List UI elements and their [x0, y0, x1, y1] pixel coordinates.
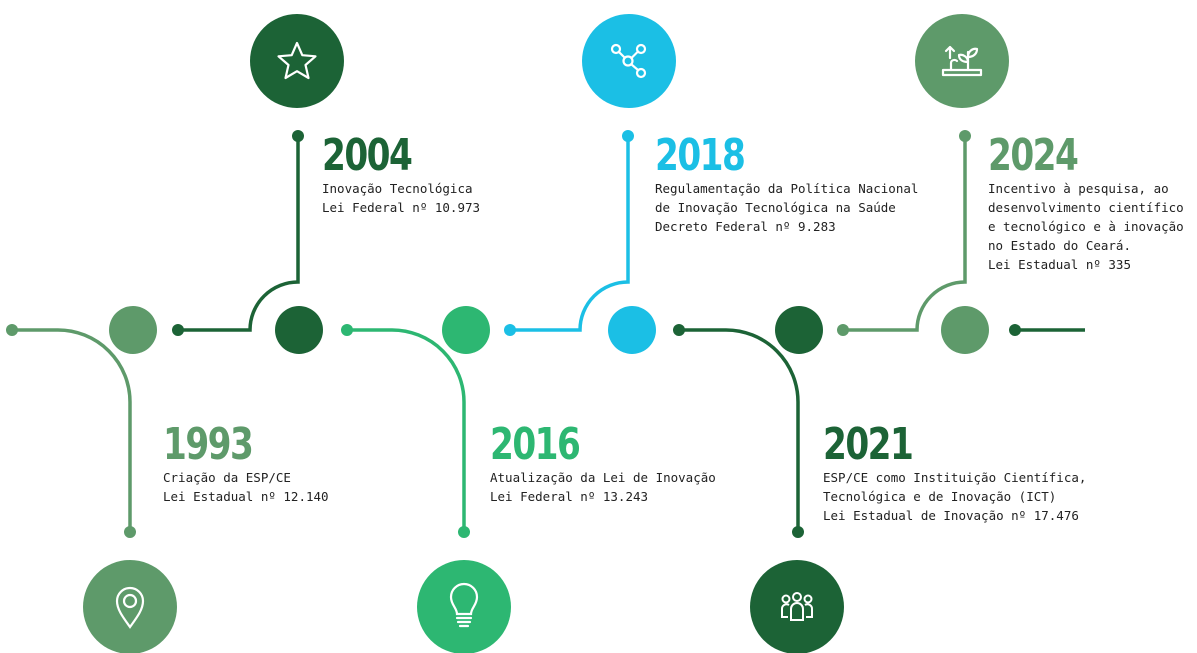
event-2024: 2024 Incentivo à pesquisa, ao desenvolvi… [988, 130, 1184, 274]
event-title: Inovação Tecnológica [322, 181, 473, 196]
endpoint-dot [6, 324, 18, 336]
event-year: 2021 [823, 419, 914, 470]
location-pin-icon [115, 586, 145, 629]
icon-badge-2018 [582, 14, 676, 108]
event-year: 1993 [163, 419, 254, 470]
event-2021: 2021 ESP/CE como Instituição Científica,… [823, 419, 1087, 525]
endpoint-dot [837, 324, 849, 336]
endpoint-dot [622, 130, 634, 142]
endpoint-dot [673, 324, 685, 336]
endpoint-dot [504, 324, 516, 336]
timeline-node-2024 [941, 306, 989, 354]
connector-2021 [679, 328, 800, 532]
connector-2016 [347, 328, 466, 532]
star-icon [277, 41, 317, 80]
event-title: ESP/CE como Instituição Científica, Tecn… [823, 470, 1087, 504]
event-year: 2016 [490, 419, 581, 470]
endpoint-dot [792, 526, 804, 538]
event-law: Lei Estadual de Inovação nº 17.476 [823, 508, 1079, 523]
timeline-node-2004 [275, 306, 323, 354]
network-icon [610, 43, 647, 79]
icon-badge-2024 [915, 14, 1009, 108]
event-law: Lei Estadual nº 12.140 [163, 489, 329, 504]
connector-2018 [510, 136, 630, 332]
event-title: Regulamentação da Política Nacional de I… [655, 181, 919, 215]
event-title: Atualização da Lei de Inovação [490, 470, 716, 485]
people-group-icon [781, 592, 813, 621]
event-year: 2024 [988, 130, 1079, 181]
endpoint-dot [124, 526, 136, 538]
endpoint-dot [292, 130, 304, 142]
timeline-node-2016 [442, 306, 490, 354]
event-2004: 2004 Inovação Tecnológica Lei Federal nº… [322, 130, 481, 217]
event-year: 2004 [322, 130, 413, 181]
event-2016: 2016 Atualização da Lei de Inovação Lei … [490, 419, 716, 506]
endpoint-dot [341, 324, 353, 336]
connector-2024 [843, 136, 967, 332]
icon-badge-2016 [417, 560, 511, 653]
endpoint-dot [1009, 324, 1021, 336]
icon-badge-2004 [250, 14, 344, 108]
timeline-node-1993 [109, 306, 157, 354]
event-year: 2018 [655, 130, 746, 181]
plant-growth-icon [941, 45, 983, 77]
connector-2004 [178, 136, 300, 332]
event-law: Lei Federal nº 13.243 [490, 489, 649, 504]
connector-1993 [12, 328, 132, 532]
endpoint-dot [959, 130, 971, 142]
timeline-node-2018 [608, 306, 656, 354]
lightbulb-icon [449, 582, 479, 628]
event-law: Lei Estadual nº 335 [988, 257, 1131, 272]
icon-badge-1993 [83, 560, 177, 653]
event-1993: 1993 Criação da ESP/CE Lei Estadual nº 1… [163, 419, 329, 506]
event-title: Criação da ESP/CE [163, 470, 291, 485]
timeline-node-2021 [775, 306, 823, 354]
endpoint-dot [172, 324, 184, 336]
event-law: Lei Federal nº 10.973 [322, 200, 481, 215]
event-title: Incentivo à pesquisa, ao desenvolvimento… [988, 181, 1184, 253]
icon-badge-2021 [750, 560, 844, 653]
event-2018: 2018 Regulamentação da Política Nacional… [655, 130, 919, 236]
endpoint-dot [458, 526, 470, 538]
event-law: Decreto Federal nº 9.283 [655, 219, 836, 234]
